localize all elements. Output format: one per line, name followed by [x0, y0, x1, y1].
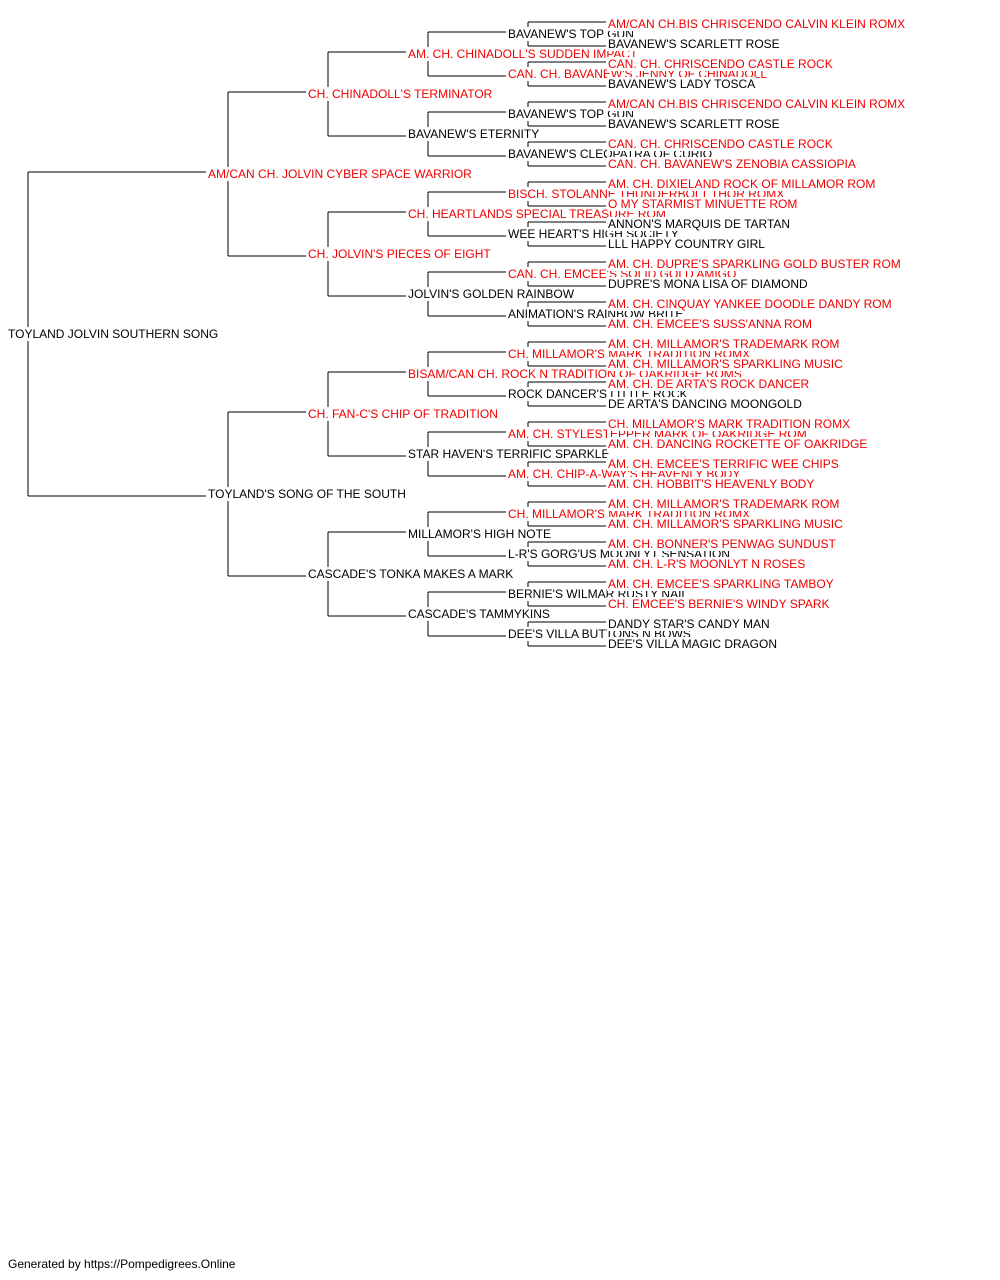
ancestor-name: CH. EMCEE'S BERNIE'S WINDY SPARK [607, 597, 831, 611]
ancestor-name: CH. FAN-C'S CHIP OF TRADITION [307, 407, 499, 421]
ancestor-name: BAVANEW'S SCARLETT ROSE [607, 117, 781, 131]
ancestor-name: BAVANEW'S TOP GUN [507, 107, 635, 121]
ancestor-name: AM/CAN CH.BIS CHRISCENDO CALVIN KLEIN RO… [607, 97, 907, 111]
ancestor-name: CH. JOLVIN'S PIECES OF EIGHT [307, 247, 492, 261]
ancestor-name: DANDY STAR'S CANDY MAN [607, 617, 771, 631]
ancestor-name: AM. CH. DIXIELAND ROCK OF MILLAMOR ROM [607, 177, 877, 191]
ancestor-name: AM. CH. CINQUAY YANKEE DOODLE DANDY ROM [607, 297, 893, 311]
ancestor-name: DE ARTA'S DANCING MOONGOLD [607, 397, 803, 411]
ancestor-name: AM. CH. EMCEE'S SPARKLING TAMBOY [607, 577, 835, 591]
ancestor-name: CH. CHINADOLL'S TERMINATOR [307, 87, 494, 101]
ancestor-name: AM. CH. MILLAMOR'S TRADEMARK ROM [607, 497, 841, 511]
ancestor-name: AM/CAN CH. JOLVIN CYBER SPACE WARRIOR [207, 167, 473, 181]
ancestor-name: AM. CH. DANCING ROCKETTE OF OAKRIDGE [607, 437, 869, 451]
ancestor-name: AM. CH. DE ARTA'S ROCK DANCER [607, 377, 811, 391]
ancestor-name: TOYLAND'S SONG OF THE SOUTH [207, 487, 407, 501]
ancestor-name: CASCADE'S TAMMYKINS [407, 607, 551, 621]
ancestor-name: CASCADE'S TONKA MAKES A MARK [307, 567, 515, 581]
ancestor-name: AM. CH. BONNER'S PENWAG SUNDUST [607, 537, 837, 551]
ancestor-name: CH. MILLAMOR'S MARK TRADITION ROMX [607, 417, 852, 431]
ancestor-name: AM. CH. L-R'S MOONLYT N ROSES [607, 557, 807, 571]
ancestor-name: AM. CH. MILLAMOR'S SPARKLING MUSIC [607, 517, 844, 531]
ancestor-name: CAN. CH. CHRISCENDO CASTLE ROCK [607, 137, 834, 151]
ancestor-name: CAN. CH. BAVANEW'S ZENOBIA CASSIOPIA [607, 157, 857, 171]
ancestor-name: DUPRE'S MONA LISA OF DIAMOND [607, 277, 809, 291]
ancestor-name: AM. CH. EMCEE'S SUSS'ANNA ROM [607, 317, 813, 331]
ancestor-name: AM. CH. DUPRE'S SPARKLING GOLD BUSTER RO… [607, 257, 902, 271]
ancestor-name: CAN. CH. CHRISCENDO CASTLE ROCK [607, 57, 834, 71]
ancestor-name: BAVANEW'S ETERNITY [407, 127, 541, 141]
ancestor-name: STAR HAVEN'S TERRIFIC SPARKLE [407, 447, 611, 461]
ancestor-name: AM. CH. MILLAMOR'S TRADEMARK ROM [607, 337, 841, 351]
ancestor-name: BAVANEW'S TOP GUN [507, 27, 635, 41]
ancestor-name: AM. CH. HOBBIT'S HEAVENLY BODY [607, 477, 816, 491]
subject-dog-name: TOYLAND JOLVIN SOUTHERN SONG [7, 327, 220, 341]
ancestor-name: O MY STARMIST MINUETTE ROM [607, 197, 799, 211]
generated-by-footer: Generated by https://Pompedigrees.Online [8, 1257, 236, 1271]
ancestor-name: CH. HEARTLANDS SPECIAL TREASURE ROM [407, 207, 667, 221]
ancestor-name: BAVANEW'S SCARLETT ROSE [607, 37, 781, 51]
ancestor-name: AM/CAN CH.BIS CHRISCENDO CALVIN KLEIN RO… [607, 17, 907, 31]
ancestor-name: AM. CH. MILLAMOR'S SPARKLING MUSIC [607, 357, 844, 371]
ancestor-name: AM. CH. EMCEE'S TERRIFIC WEE CHIPS [607, 457, 840, 471]
ancestor-name: BAVANEW'S LADY TOSCA [607, 77, 757, 91]
ancestor-name: JOLVIN'S GOLDEN RAINBOW [407, 287, 576, 301]
ancestor-name: AM. CH. CHINADOLL'S SUDDEN IMPACT [407, 47, 639, 61]
ancestor-name: MILLAMOR'S HIGH NOTE [407, 527, 552, 541]
ancestor-name: DEE'S VILLA MAGIC DRAGON [607, 637, 779, 651]
ancestor-name: ANNON'S MARQUIS DE TARTAN [607, 217, 792, 231]
ancestor-name: LLL HAPPY COUNTRY GIRL [607, 237, 766, 251]
